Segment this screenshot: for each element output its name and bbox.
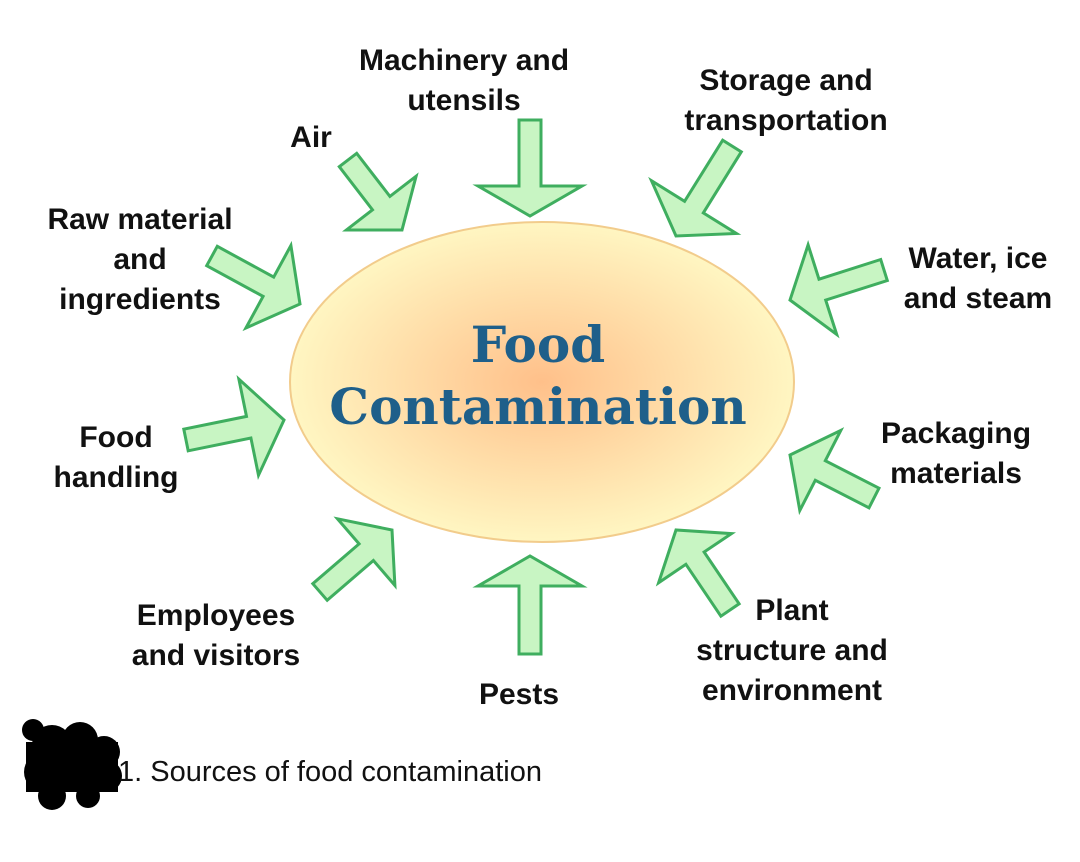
source-label-2: Water, ice and steam — [904, 242, 1052, 315]
source-label-line: environment — [702, 674, 882, 707]
source-label-1: Storage and transportation — [684, 64, 887, 137]
source-label-9: Air — [290, 121, 332, 154]
figure-caption: 1. Sources of food contamination — [118, 756, 542, 788]
source-label-line: Pests — [479, 678, 559, 711]
arrows-group — [182, 118, 890, 656]
source-label-6: Employees and visitors — [132, 599, 300, 672]
arrow-1 — [648, 138, 744, 238]
arrow-9 — [337, 151, 419, 232]
center-title-line2: Contamination — [329, 377, 746, 436]
arrow-7 — [182, 375, 286, 480]
source-label-line: ingredients — [59, 283, 221, 316]
source-label-line: utensils — [407, 84, 520, 117]
source-label-line: Storage and — [699, 64, 872, 97]
arrow-5 — [472, 554, 588, 656]
center-title-line1: Food — [471, 315, 605, 374]
source-label-line: Air — [290, 121, 332, 154]
source-label-0: Machinery and utensils — [359, 44, 569, 117]
source-label-8: Raw material and ingredients — [47, 203, 232, 316]
source-label-line: Packaging — [881, 417, 1031, 450]
source-label-line: and — [113, 243, 166, 276]
arrow-3 — [788, 427, 882, 516]
center-ellipse — [289, 221, 795, 543]
redaction-blob — [22, 719, 122, 810]
source-label-line: Machinery and — [359, 44, 569, 77]
source-label-line: materials — [890, 457, 1022, 490]
source-label-7: Food handling — [54, 421, 179, 494]
arrow-6 — [310, 516, 397, 603]
arrow-2 — [788, 240, 890, 339]
arrow-4 — [655, 528, 742, 619]
source-label-line: Employees — [137, 599, 295, 632]
source-label-4: Plant structure and environment — [696, 594, 888, 707]
source-label-line: and steam — [904, 282, 1052, 315]
source-label-line: transportation — [684, 104, 887, 137]
source-label-line: Plant — [755, 594, 828, 627]
source-label-line: structure and — [696, 634, 888, 667]
source-labels-group: Machinery and utensils Storage and transpor… — [47, 44, 1052, 711]
source-label-line: Raw material — [47, 203, 232, 236]
source-label-5: Pests — [479, 678, 559, 711]
source-label-line: handling — [54, 461, 179, 494]
arrow-8 — [204, 240, 302, 332]
source-label-line: and visitors — [132, 639, 300, 672]
source-label-line: Food — [79, 421, 152, 454]
arrow-0 — [472, 118, 588, 218]
source-label-line: Water, ice — [909, 242, 1048, 275]
source-label-3: Packaging materials — [881, 417, 1031, 490]
